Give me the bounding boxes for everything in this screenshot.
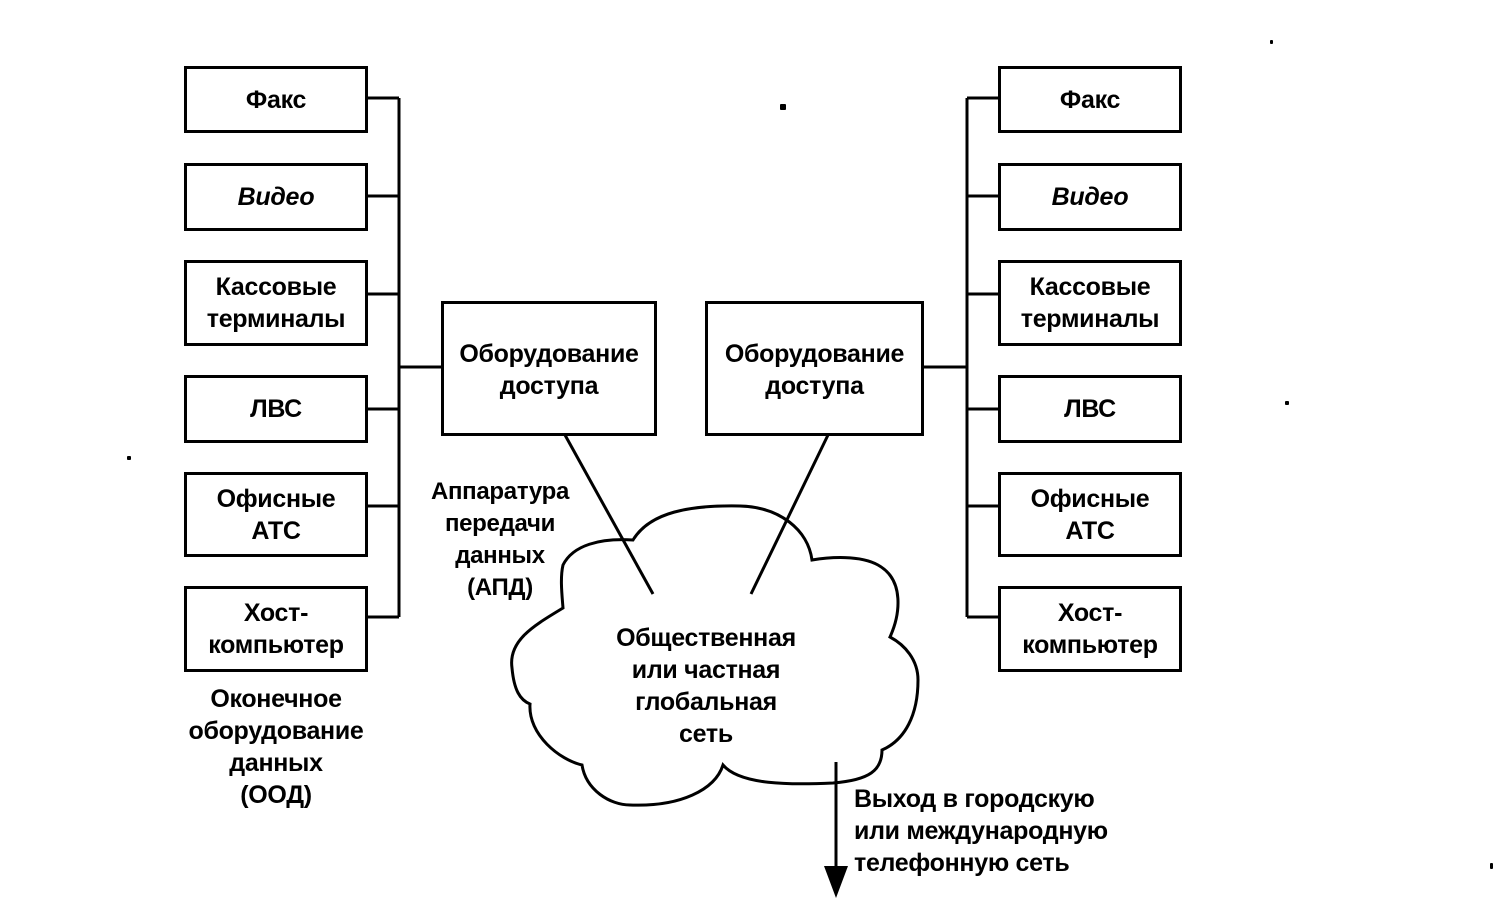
scan-speck [127, 456, 131, 460]
scan-speck [1270, 40, 1273, 44]
right-terminal-video: Видео [998, 163, 1182, 231]
left-terminal-pbx: Офисные АТС [184, 472, 368, 557]
left-terminal-host-label: Хост- компьютер [208, 599, 344, 659]
network-cloud [510, 504, 920, 807]
access-right-to-network [749, 434, 830, 595]
network-label: Общественная или частная глобальная сеть [616, 624, 796, 748]
left-terminal-host: Хост- компьютер [184, 586, 368, 672]
access-equipment-left-label: Оборудование доступа [459, 340, 639, 400]
right-terminal-host: Хост- компьютер [998, 586, 1182, 672]
left-terminal-fax: Факс [184, 66, 368, 133]
right-terminal-fax: Факс [998, 66, 1182, 133]
access-equipment-left: Оборудование доступа [441, 301, 657, 436]
right-terminal-pos-label: Кассовые терминалы [1020, 273, 1160, 333]
right-terminal-pbx-label: Офисные АТС [1030, 484, 1150, 545]
right-terminal-pos: Кассовые терминалы [998, 260, 1182, 346]
right-terminal-host-label: Хост- компьютер [1022, 599, 1158, 659]
scan-speck [780, 104, 786, 110]
dce-caption: Аппаратура передачи данных (АПД) [430, 478, 570, 601]
left-terminal-lan-label: ЛВС [250, 395, 302, 423]
access-equipment-right: Оборудование доступа [705, 301, 924, 436]
left-terminal-pos-label: Кассовые терминалы [206, 273, 346, 333]
dte-caption: Оконечное оборудование данных (ООД) [188, 685, 364, 809]
scan-speck [1490, 863, 1493, 869]
left-terminal-pbx-label: Офисные АТС [216, 484, 336, 545]
right-terminal-fax-label: Факс [1059, 85, 1121, 114]
left-terminal-video: Видео [184, 163, 368, 231]
left-terminal-fax-label: Факс [245, 85, 307, 114]
left-terminal-pos: Кассовые терминалы [184, 260, 368, 346]
scan-speck [1285, 401, 1289, 405]
left-bus [366, 96, 443, 619]
exit-arrow-head [824, 866, 848, 898]
exit-caption: Выход в городскую или международную теле… [854, 785, 1108, 877]
right-bus [922, 96, 999, 619]
left-terminal-video-label: Видео [237, 183, 315, 211]
right-terminal-video-label: Видео [1051, 183, 1129, 211]
left-terminal-lan: ЛВС [184, 375, 368, 443]
right-terminal-pbx: Офисные АТС [998, 472, 1182, 557]
right-terminal-lan-label: ЛВС [1064, 395, 1116, 423]
access-left-to-network [563, 434, 655, 595]
access-equipment-right-label: Оборудование доступа [724, 340, 905, 400]
right-terminal-lan: ЛВС [998, 375, 1182, 443]
